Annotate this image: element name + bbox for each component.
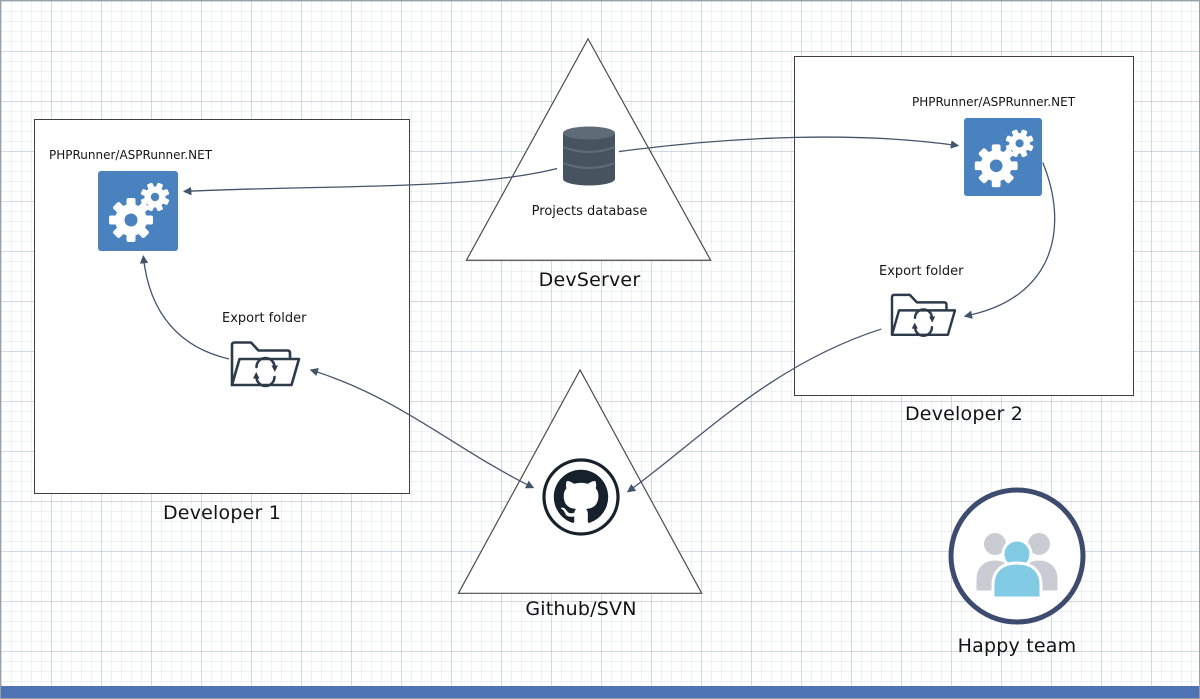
developer1-app-label: PHPRunner/ASPRunner.NET [49, 148, 213, 162]
sync-folder-icon [885, 285, 961, 347]
developer2-caption: Developer 2 [904, 403, 1024, 425]
team-icon [947, 486, 1087, 626]
github-caption: Github/SVN [525, 598, 637, 620]
bottom-blue-bar [1, 686, 1199, 698]
github-icon [541, 457, 621, 537]
developer2-app-label: PHPRunner/ASPRunner.NET [912, 95, 1076, 109]
database-icon [561, 125, 617, 187]
team-caption: Happy team [957, 635, 1077, 657]
devserver-caption: DevServer [538, 269, 641, 291]
gears-app-icon [964, 118, 1042, 196]
developer1-box [34, 119, 410, 494]
developer2-export-label: Export folder [879, 264, 964, 279]
developer1-export-label: Export folder [222, 311, 307, 326]
gears-app-icon [98, 171, 178, 251]
developer1-caption: Developer 1 [162, 502, 282, 524]
projects-database-label: Projects database [531, 204, 648, 219]
sync-folder-icon [225, 332, 305, 398]
